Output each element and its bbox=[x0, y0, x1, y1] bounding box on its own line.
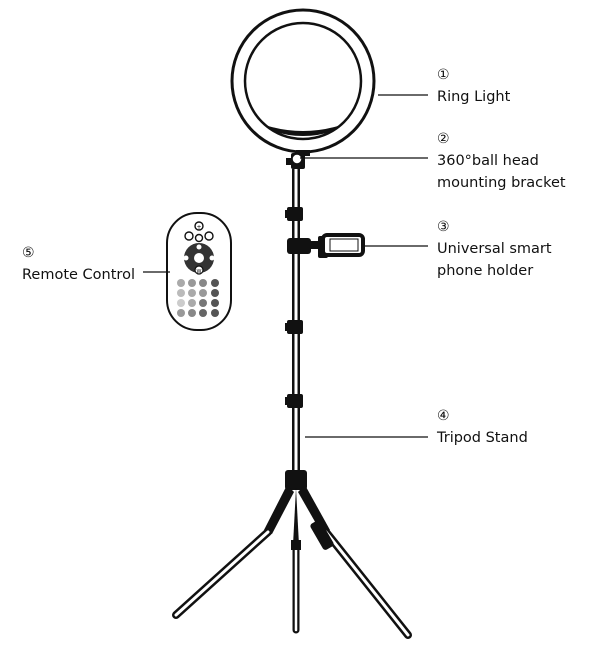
label-phone-holder: ③ Universal smart phone holder bbox=[437, 216, 552, 282]
label-text: Ring Light bbox=[437, 89, 511, 105]
label-line2: mounting bracket bbox=[437, 175, 566, 191]
ball-head-mount bbox=[286, 153, 305, 169]
phone-holder bbox=[287, 233, 365, 258]
stand-pole bbox=[285, 169, 303, 470]
tripod-base bbox=[172, 470, 412, 639]
label-text: Remote Control bbox=[22, 267, 135, 283]
remote-control bbox=[166, 212, 232, 331]
label-line1: 360°ball head bbox=[437, 153, 539, 169]
label-text: Tripod Stand bbox=[437, 430, 528, 446]
remote-plus-label: + bbox=[196, 224, 201, 231]
remote-color-keys bbox=[177, 279, 219, 317]
label-ball-head: ② 360°ball head mounting bracket bbox=[437, 128, 566, 194]
label-ring-light: ① Ring Light bbox=[437, 64, 510, 108]
label-number: ② bbox=[437, 131, 450, 147]
remote-top-buttons bbox=[184, 221, 214, 243]
label-line1: Universal smart bbox=[437, 241, 552, 257]
label-number: ① bbox=[437, 67, 450, 83]
leader-lines bbox=[143, 94, 428, 438]
label-line2: phone holder bbox=[437, 263, 534, 279]
ring-light bbox=[230, 8, 376, 156]
label-number: ③ bbox=[437, 219, 450, 235]
label-number: ⑤ bbox=[22, 245, 35, 261]
remote-mode-label: W bbox=[197, 269, 202, 275]
label-tripod: ④ Tripod Stand bbox=[437, 405, 528, 449]
label-remote: ⑤ Remote Control bbox=[22, 242, 135, 286]
remote-dpad bbox=[183, 243, 215, 275]
label-number: ④ bbox=[437, 408, 450, 424]
